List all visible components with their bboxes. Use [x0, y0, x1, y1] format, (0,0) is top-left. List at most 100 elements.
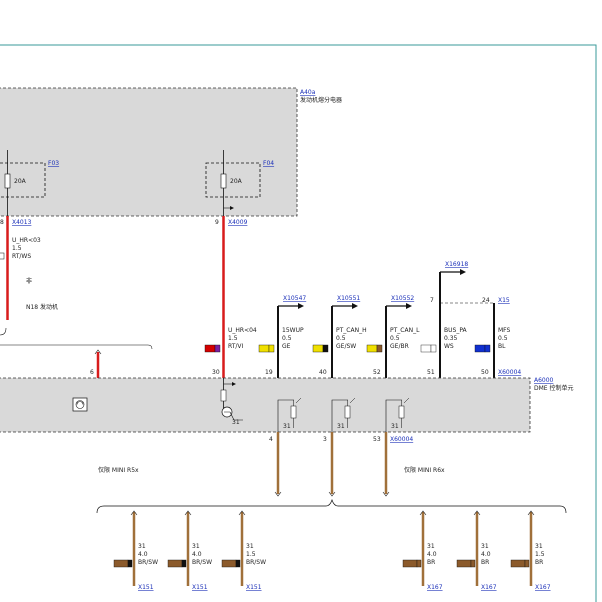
ground-branch-text: 31 [427, 543, 435, 550]
dme-module [0, 377, 531, 433]
wire-15wup-name: 15WUP [282, 327, 304, 334]
dme-ground-symbol-2: 31 [331, 397, 356, 432]
ground-connector-x167[interactable]: X167 [481, 584, 497, 591]
wire-u-hr03-name: U_HR<03 [12, 237, 41, 244]
ground-branches: 314.0BR/SWX151314.0BR/SWX151311.5BR/SWX1… [113, 510, 551, 591]
ground-connector-x167[interactable]: X167 [535, 584, 551, 591]
ground-branch-4: 314.0BR X167 [402, 510, 443, 591]
ground-connector-x151[interactable]: X151 [246, 584, 262, 591]
wire-u-hr04-color: RT/VI [228, 343, 244, 350]
wire-mfs-size: 0.5 [498, 335, 508, 342]
connector-x10547[interactable]: X10547 [283, 295, 306, 302]
ground-branch-3: 311.5BR/SW X151 [221, 510, 266, 591]
dme-name: DME 控制单元 [534, 384, 574, 392]
ground-branch-2: 314.0BR/SW X151 [167, 510, 212, 591]
wire-bus-pa-swatch [420, 344, 437, 353]
ground-connector-x151[interactable]: X151 [192, 584, 208, 591]
ground-branch-text: 31 [535, 543, 543, 550]
connector-x16918[interactable]: X16918 [445, 261, 468, 268]
ground-pin-4: 4 [269, 436, 273, 443]
wire-pt-can-l-name: PT_CAN_L [390, 327, 420, 334]
ground-pin-53: 53 [373, 436, 381, 443]
pin-19-label: 19 [265, 369, 273, 376]
ground-branch-text: 1.5 [535, 551, 545, 558]
ground-branch-text: 31 [138, 543, 146, 550]
pin-6-label: 6 [90, 369, 94, 376]
dme-internal-feed: 31 [220, 378, 243, 426]
note-n18: N18 发动机 [26, 303, 58, 311]
ground-branch-text: BR/SW [246, 559, 266, 566]
connector-x10551[interactable]: X10551 [337, 295, 360, 302]
dme-chip-icon [72, 397, 88, 412]
fuse-f03: 20A F03 [0, 150, 59, 216]
wire-u-hr03-size: 1.5 [12, 245, 22, 252]
svg-text:31: 31 [283, 423, 291, 430]
ground-branch-text: BR [427, 559, 435, 566]
connector-x4009[interactable]: X4009 [228, 219, 248, 226]
dme-code[interactable]: A6000 [534, 377, 554, 384]
fuse-f04: 20A F04 [205, 150, 274, 216]
wire-pt-can-l-swatch [366, 344, 383, 353]
dme-internal-ground-label: 31 [232, 419, 240, 426]
fuse-f04-label[interactable]: F04 [263, 160, 274, 167]
ground-branch-text: 4.0 [481, 551, 491, 558]
wire-u-hr03-swatch [0, 252, 5, 260]
wire-x4009-pin: 9 [215, 219, 219, 226]
fuse-box-module [0, 87, 298, 217]
ground-connector-x167[interactable]: X167 [427, 584, 443, 591]
ground-branch-text: BR [535, 559, 543, 566]
page-frame [0, 44, 597, 602]
ground-branch-text: 31 [246, 543, 254, 550]
wire-u-hr04-name: U_HR<04 [228, 327, 257, 334]
connector-x4013[interactable]: X4013 [12, 219, 32, 226]
wire-15wup-color: GE [282, 343, 291, 350]
pin-30-label: 30 [212, 369, 220, 376]
note-only-r5x: 仅限 MINI R5x [98, 466, 139, 474]
wire-bus-pa-size: 0.35 [444, 335, 458, 342]
wire-u-hr03-color: RT/WS [12, 253, 31, 260]
wire-mfs-swatch [474, 344, 491, 353]
connector-x60004-top[interactable]: X60004 [498, 369, 521, 376]
wire-u-hr04-size: 1.5 [228, 335, 238, 342]
note-only-r6x: 仅限 MINI R6x [404, 466, 445, 474]
ground-branch-1: 314.0BR/SW X151 [113, 510, 158, 591]
fuse-f04-rating: 20A [230, 178, 243, 185]
ground-branch-text: 31 [192, 543, 200, 550]
pin-51-label: 51 [427, 369, 435, 376]
connector-x15[interactable]: X15 [498, 297, 510, 304]
ground-branch-text: 4.0 [427, 551, 437, 558]
wire-pt-can-l-size: 0.5 [390, 335, 400, 342]
ground-connector-x151[interactable]: X151 [138, 584, 154, 591]
connector-x10552[interactable]: X10552 [391, 295, 414, 302]
wire-mfs-name: MFS [498, 327, 511, 334]
bus-pin-7: 7 [430, 297, 434, 304]
ground-branch-text: 4.0 [138, 551, 148, 558]
bus-pin-24: 24 [482, 297, 490, 304]
pin-52-label: 52 [373, 369, 381, 376]
ground-pin-3: 3 [323, 436, 327, 443]
ground-branch-text: BR [481, 559, 489, 566]
dme-ground-symbol-1: 31 [277, 397, 302, 432]
wire-mfs-color: BL [498, 343, 506, 350]
pin-50-label: 50 [481, 369, 489, 376]
ground-branch-text: 1.5 [246, 551, 256, 558]
wire-pt-can-h-name: PT_CAN_H [336, 327, 367, 334]
harness-bracket-top [0, 344, 153, 350]
ground-branch-text: BR/SW [138, 559, 158, 566]
note-fei: 非 [26, 277, 32, 285]
connector-x60004-bottom[interactable]: X60004 [390, 436, 413, 443]
wire-pt-can-h-size: 0.5 [336, 335, 346, 342]
wire-bus-pa-name: BUS_PA [444, 327, 468, 334]
fuse-f03-label[interactable]: F03 [48, 160, 59, 167]
wire-bus-pa-color: WS [444, 343, 454, 350]
ground-distribution-brace [96, 498, 567, 514]
ground-branch-text: 4.0 [192, 551, 202, 558]
ground-branch-text: BR/SW [192, 559, 212, 566]
pin-40-label: 40 [319, 369, 327, 376]
fuse-f03-rating: 20A [14, 178, 27, 185]
wire-pt-can-h-swatch [312, 344, 329, 353]
fuse-box-code[interactable]: A40a [300, 89, 316, 96]
wire-15wup-swatch [258, 344, 275, 353]
